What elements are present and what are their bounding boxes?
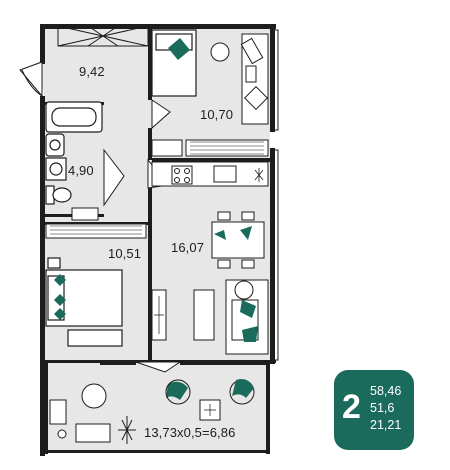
- bathtub: [45, 101, 103, 133]
- loggia-furniture: [49, 379, 255, 444]
- washing-machine: [45, 157, 67, 181]
- toilet: [45, 185, 72, 205]
- room-area-main-bedroom: 10,51: [108, 246, 142, 261]
- living-sofa: [193, 279, 269, 355]
- small-bedroom-desk: [151, 33, 269, 157]
- room-area-hall: 9,42: [79, 64, 105, 79]
- room-area-living-kitchen: 16,07: [171, 240, 205, 255]
- living-rooms-area: 21,21: [370, 418, 402, 432]
- entrance-door: [19, 61, 43, 98]
- room-area-bathroom: 4,90: [68, 163, 94, 178]
- rooms-count: 2: [342, 388, 361, 426]
- hall-shelf: [45, 207, 147, 239]
- total-area: 58,46: [370, 384, 402, 398]
- windows: [57, 25, 279, 361]
- living-area: 51,6: [370, 401, 395, 415]
- dining-table: [211, 211, 265, 269]
- small-bedroom-bed: [151, 29, 197, 97]
- sink: [45, 133, 65, 157]
- main-bedroom-bed: [45, 257, 123, 347]
- room-area-small-bedroom: 10,70: [200, 107, 234, 122]
- living-shelf: [151, 289, 167, 341]
- apartment-summary-badge: 2 58,46 51,6 21,21: [334, 370, 414, 450]
- room-area-loggia: 13,73x0,5=6,86: [144, 425, 236, 440]
- area-values: 58,46 51,6 21,21: [370, 383, 401, 434]
- kitchen-counter: [151, 161, 269, 187]
